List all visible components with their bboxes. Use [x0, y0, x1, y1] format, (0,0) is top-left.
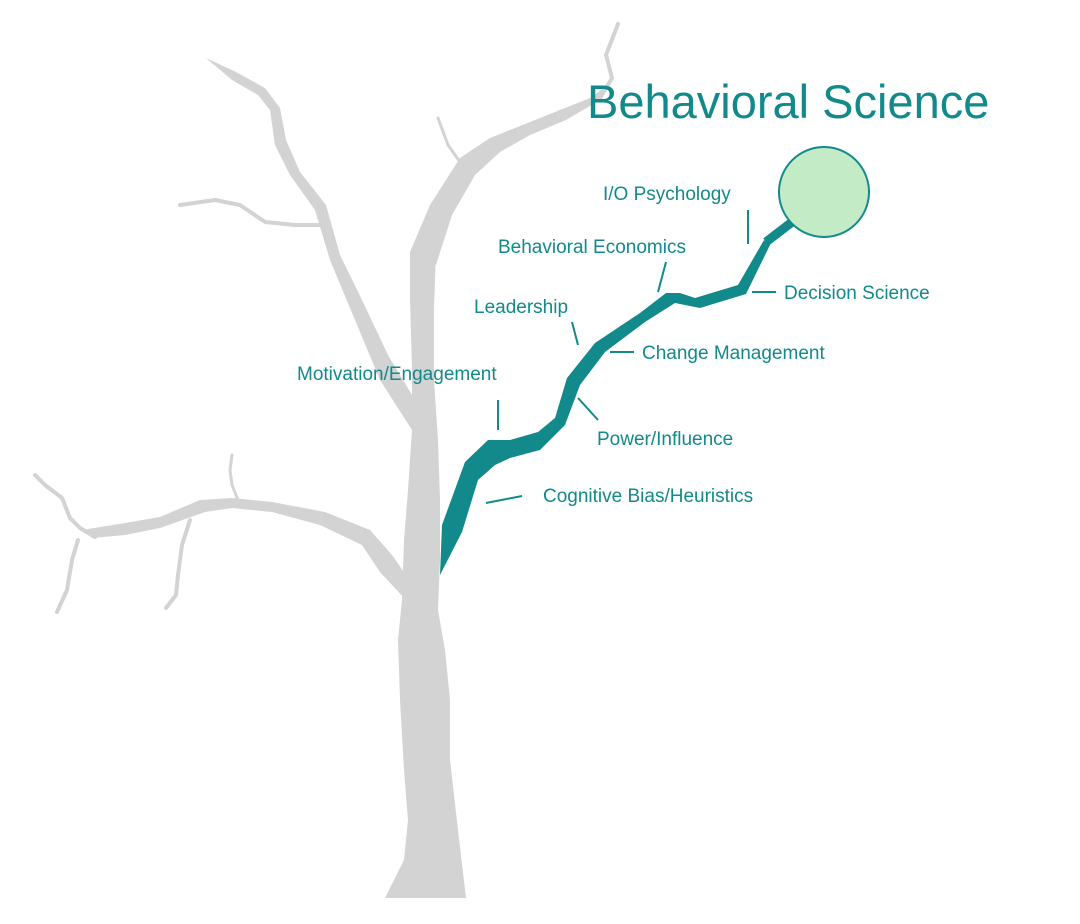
label-change-management: Change Management: [642, 343, 825, 364]
leader-line-cognitive-bias: [485, 495, 523, 504]
leader-line-leadership: [571, 321, 579, 346]
tree-twig: [228, 453, 240, 502]
tree-twig: [178, 198, 322, 227]
tree-trunk: [385, 200, 466, 898]
tree-twig: [558, 22, 620, 114]
leader-line-behavioral-economics: [657, 261, 667, 293]
tree-branch-lower-left: [82, 498, 408, 600]
leader-line-power-influence: [577, 397, 599, 421]
label-behavioral-economics: Behavioral Economics: [498, 237, 686, 258]
highlighted-path-branch: [440, 240, 770, 575]
label-io-psychology: I/O Psychology: [603, 184, 731, 205]
tree-twig: [33, 473, 97, 539]
tree-twig: [55, 538, 80, 614]
label-decision-science: Decision Science: [784, 283, 930, 304]
label-cognitive-bias-heuristics: Cognitive Bias/Heuristics: [543, 486, 753, 507]
label-power-influence: Power/Influence: [597, 429, 733, 450]
tree-twig: [164, 518, 192, 610]
page-title: Behavioral Science: [587, 75, 989, 128]
label-motivation-engagement: Motivation/Engagement: [297, 364, 497, 385]
tree-branch-upper-left: [206, 58, 412, 430]
tree-twig: [436, 116, 462, 164]
label-leadership: Leadership: [474, 297, 568, 318]
goal-circle: [778, 146, 870, 238]
